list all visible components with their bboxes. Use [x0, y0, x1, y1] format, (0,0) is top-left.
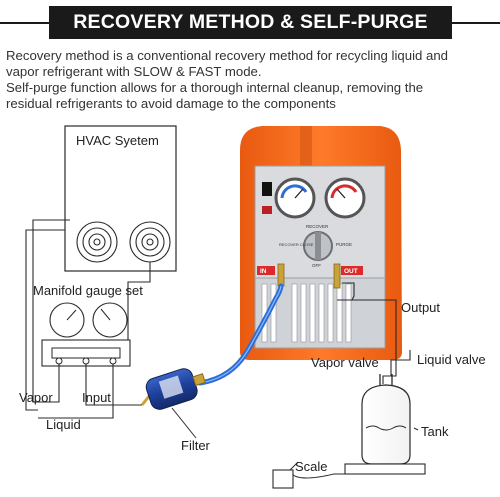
gauge-needle-left	[66, 309, 77, 321]
output-lines	[337, 282, 411, 384]
title-banner: RECOVERY METHOD & SELF-PURGE METHOD	[0, 0, 500, 66]
output-line	[337, 299, 397, 384]
banner-background	[49, 6, 452, 39]
knob-label-left: RECOVER CLOSE	[279, 242, 314, 247]
scale-display-icon	[272, 469, 294, 489]
refrigerant-tank	[361, 374, 419, 465]
knob-label-bottom: OFF	[312, 263, 321, 268]
liquid-valve-line	[390, 350, 411, 376]
fuse-icon	[262, 206, 272, 214]
machine-handle	[300, 126, 312, 166]
high-gauge-needle	[336, 188, 346, 199]
gauge-needle-right	[100, 308, 111, 321]
description-line-4: residual refrigerants to avoid damage to…	[6, 96, 336, 111]
banner-right-rule	[452, 22, 500, 24]
scale-cable	[291, 473, 335, 479]
high-gauge-scale	[330, 184, 358, 199]
liquid-label: Liquid	[46, 417, 81, 432]
scale-platform-icon	[344, 463, 426, 475]
out-tag-label: OUT	[344, 268, 358, 275]
scale-label: Scale	[295, 459, 328, 474]
out-fitting	[333, 263, 341, 289]
blue-hose-highlight	[199, 285, 282, 384]
vapor-outer-line	[25, 229, 65, 411]
connection-lines	[25, 219, 151, 419]
front-panel	[254, 165, 386, 279]
vapor-line	[32, 219, 70, 403]
out-hose-short	[342, 282, 355, 301]
hvac-coil-left	[76, 221, 118, 263]
manifold-bar	[51, 347, 121, 359]
low-gauge-needle	[294, 188, 304, 199]
knob-label-right: PURGE	[336, 242, 352, 247]
description-line-2: vapor refrigerant with SLOW & FAST mode.	[6, 64, 262, 79]
tank-body-icon	[361, 384, 411, 465]
tank-pointer	[413, 427, 419, 431]
recovery-machine: RECOVER RECOVER CLOSE PURGE OFF IN OUT	[240, 126, 402, 360]
input-line	[85, 364, 142, 406]
manifold-label: Manifold gauge set	[33, 283, 143, 298]
liquid-valve-label: Liquid valve	[417, 352, 486, 367]
vapor-label: Vapor	[19, 390, 53, 405]
filter-drier	[140, 368, 206, 439]
filter-outlet-fitting	[192, 373, 206, 387]
port-liquid	[109, 357, 117, 365]
filter-label: Filter	[181, 438, 211, 453]
liquid-line	[38, 364, 114, 419]
in-tag	[257, 266, 275, 275]
banner-left-rule	[0, 22, 49, 24]
description-line-3: Self-purge function allows for a thoroug…	[6, 80, 424, 95]
description-line-1: Recovery method is a conventional recove…	[6, 48, 449, 63]
filter-label-sticker	[158, 375, 184, 399]
manifold-gauge-set: Manifold gauge set	[33, 283, 143, 367]
in-fitting	[277, 263, 285, 287]
out-tag	[341, 266, 363, 275]
in-tag-label: IN	[260, 268, 267, 275]
hvac-to-manifold	[127, 262, 151, 340]
hvac-label: HVAC Syetem	[76, 133, 159, 148]
vapor-valve-label: Vapor valve	[311, 355, 379, 370]
output-label: Output	[401, 300, 440, 315]
filter-pointer	[171, 407, 197, 439]
scale	[272, 461, 426, 489]
knob-label-top: RECOVER	[306, 224, 329, 229]
scale-pointer	[289, 461, 299, 471]
port-input	[82, 357, 90, 365]
port-vapor	[55, 357, 63, 365]
vent-slots	[261, 283, 352, 343]
tank-liquid-level	[365, 425, 407, 431]
tank-label: Tank	[421, 424, 449, 439]
banner-title: RECOVERY METHOD & SELF-PURGE METHOD	[73, 11, 428, 66]
low-gauge-scale	[280, 184, 308, 199]
knob-grip	[315, 232, 321, 260]
hvac-system: HVAC Syetem	[64, 125, 177, 272]
input-label: Input	[82, 390, 111, 405]
power-switch-icon	[262, 182, 272, 196]
